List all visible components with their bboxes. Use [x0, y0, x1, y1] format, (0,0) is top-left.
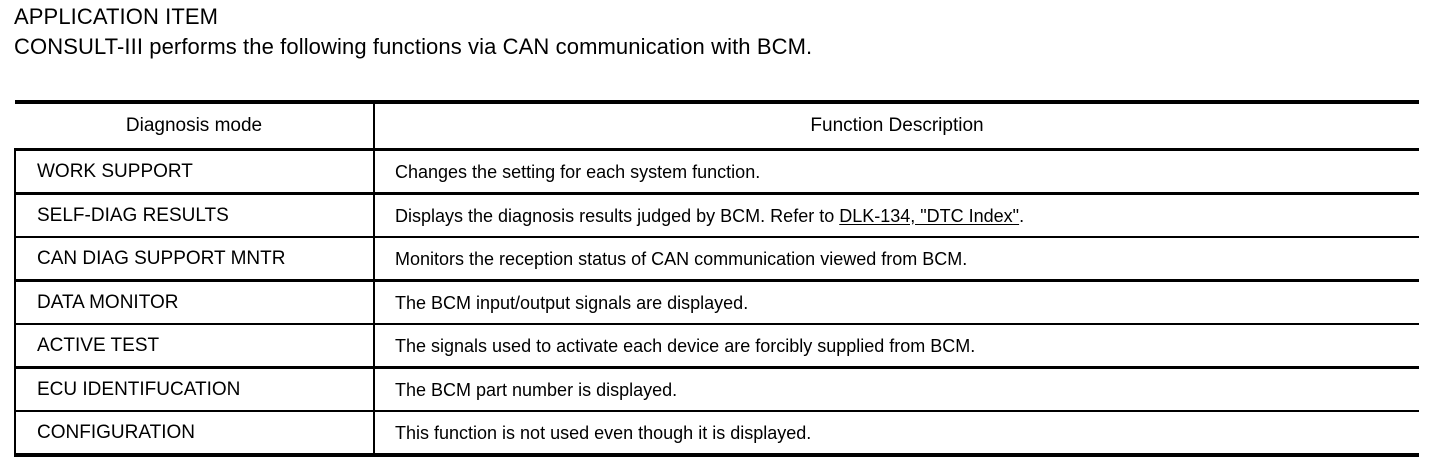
cell-function-description: The signals used to activate each device…	[374, 324, 1419, 369]
description-prefix: The BCM input/output signals are display…	[395, 292, 749, 313]
function-description-text: Monitors the reception status of CAN com…	[375, 247, 1419, 271]
heading-block: APPLICATION ITEM CONSULT-III performs th…	[14, 2, 1424, 62]
table-row: CAN DIAG SUPPORT MNTR Monitors the recep…	[14, 237, 1419, 282]
application-item-table: Diagnosis mode Function Description WORK…	[14, 100, 1419, 457]
function-description-text: Changes the setting for each system func…	[375, 160, 1419, 184]
cell-diagnosis-mode: CONFIGURATION	[14, 411, 375, 457]
diagnosis-mode-label: CAN DIAG SUPPORT MNTR	[37, 247, 286, 269]
column-header-function-description: Function Description	[374, 100, 1419, 151]
column-header-function-description-label: Function Description	[810, 115, 984, 136]
cell-diagnosis-mode: WORK SUPPORT	[14, 149, 375, 195]
function-description-text: The BCM part number is displayed.	[375, 378, 1419, 402]
cell-function-description: Displays the diagnosis results judged by…	[374, 193, 1419, 238]
diagnosis-mode-label: SELF-DIAG RESULTS	[37, 204, 229, 226]
diagnosis-mode-label: WORK SUPPORT	[37, 160, 193, 182]
table-row: DATA MONITOR The BCM input/output signal…	[14, 280, 1419, 325]
diagnosis-mode-label: CONFIGURATION	[37, 421, 195, 443]
cross-reference-link[interactable]: DLK-134, "DTC Index"	[839, 205, 1020, 226]
page-title: APPLICATION ITEM	[14, 4, 219, 29]
function-description-text: The BCM input/output signals are display…	[375, 291, 1419, 315]
function-description-text: Displays the diagnosis results judged by…	[375, 204, 1419, 228]
table-row: ECU IDENTIFUCATION The BCM part number i…	[14, 367, 1419, 412]
table-row: WORK SUPPORT Changes the setting for eac…	[14, 149, 1419, 195]
description-suffix: .	[1019, 205, 1025, 226]
cell-function-description: This function is not used even though it…	[374, 411, 1419, 457]
function-description-text: The signals used to activate each device…	[375, 334, 1419, 358]
description-prefix: Monitors the reception status of CAN com…	[395, 248, 968, 269]
column-header-diagnosis-mode: Diagnosis mode	[15, 100, 375, 151]
cell-diagnosis-mode: ACTIVE TEST	[14, 324, 375, 369]
cell-diagnosis-mode: DATA MONITOR	[14, 280, 375, 325]
cell-diagnosis-mode: SELF-DIAG RESULTS	[14, 193, 375, 238]
diagnosis-mode-label: ACTIVE TEST	[37, 334, 160, 356]
cell-function-description: Changes the setting for each system func…	[374, 149, 1419, 195]
table-row: ACTIVE TEST The signals used to activate…	[14, 324, 1419, 369]
description-prefix: Changes the setting for each system func…	[395, 161, 761, 182]
table-header-row: Diagnosis mode Function Description	[15, 100, 1419, 151]
cell-function-description: The BCM input/output signals are display…	[374, 280, 1419, 325]
function-description-text: This function is not used even though it…	[375, 421, 1419, 445]
diagnosis-mode-label: ECU IDENTIFUCATION	[37, 378, 241, 400]
page-subtitle: CONSULT-III performs the following funct…	[14, 34, 813, 59]
cell-function-description: Monitors the reception status of CAN com…	[374, 237, 1419, 282]
cell-function-description: The BCM part number is displayed.	[374, 367, 1419, 412]
description-prefix: Displays the diagnosis results judged by…	[395, 205, 840, 226]
table-header: Diagnosis mode Function Description	[15, 100, 1419, 151]
cell-diagnosis-mode: ECU IDENTIFUCATION	[14, 367, 375, 412]
column-header-diagnosis-mode-label: Diagnosis mode	[125, 115, 263, 136]
application-item-table-wrap: Diagnosis mode Function Description WORK…	[14, 100, 1419, 457]
cell-diagnosis-mode: CAN DIAG SUPPORT MNTR	[14, 237, 375, 282]
description-prefix: This function is not used even though it…	[395, 422, 812, 443]
description-prefix: The BCM part number is displayed.	[395, 379, 678, 400]
table-row: CONFIGURATION This function is not used …	[14, 411, 1419, 457]
table-body: WORK SUPPORT Changes the setting for eac…	[14, 149, 1419, 457]
diagnosis-mode-label: DATA MONITOR	[37, 291, 179, 313]
description-prefix: The signals used to activate each device…	[395, 335, 976, 356]
table-row: SELF-DIAG RESULTS Displays the diagnosis…	[14, 193, 1419, 238]
